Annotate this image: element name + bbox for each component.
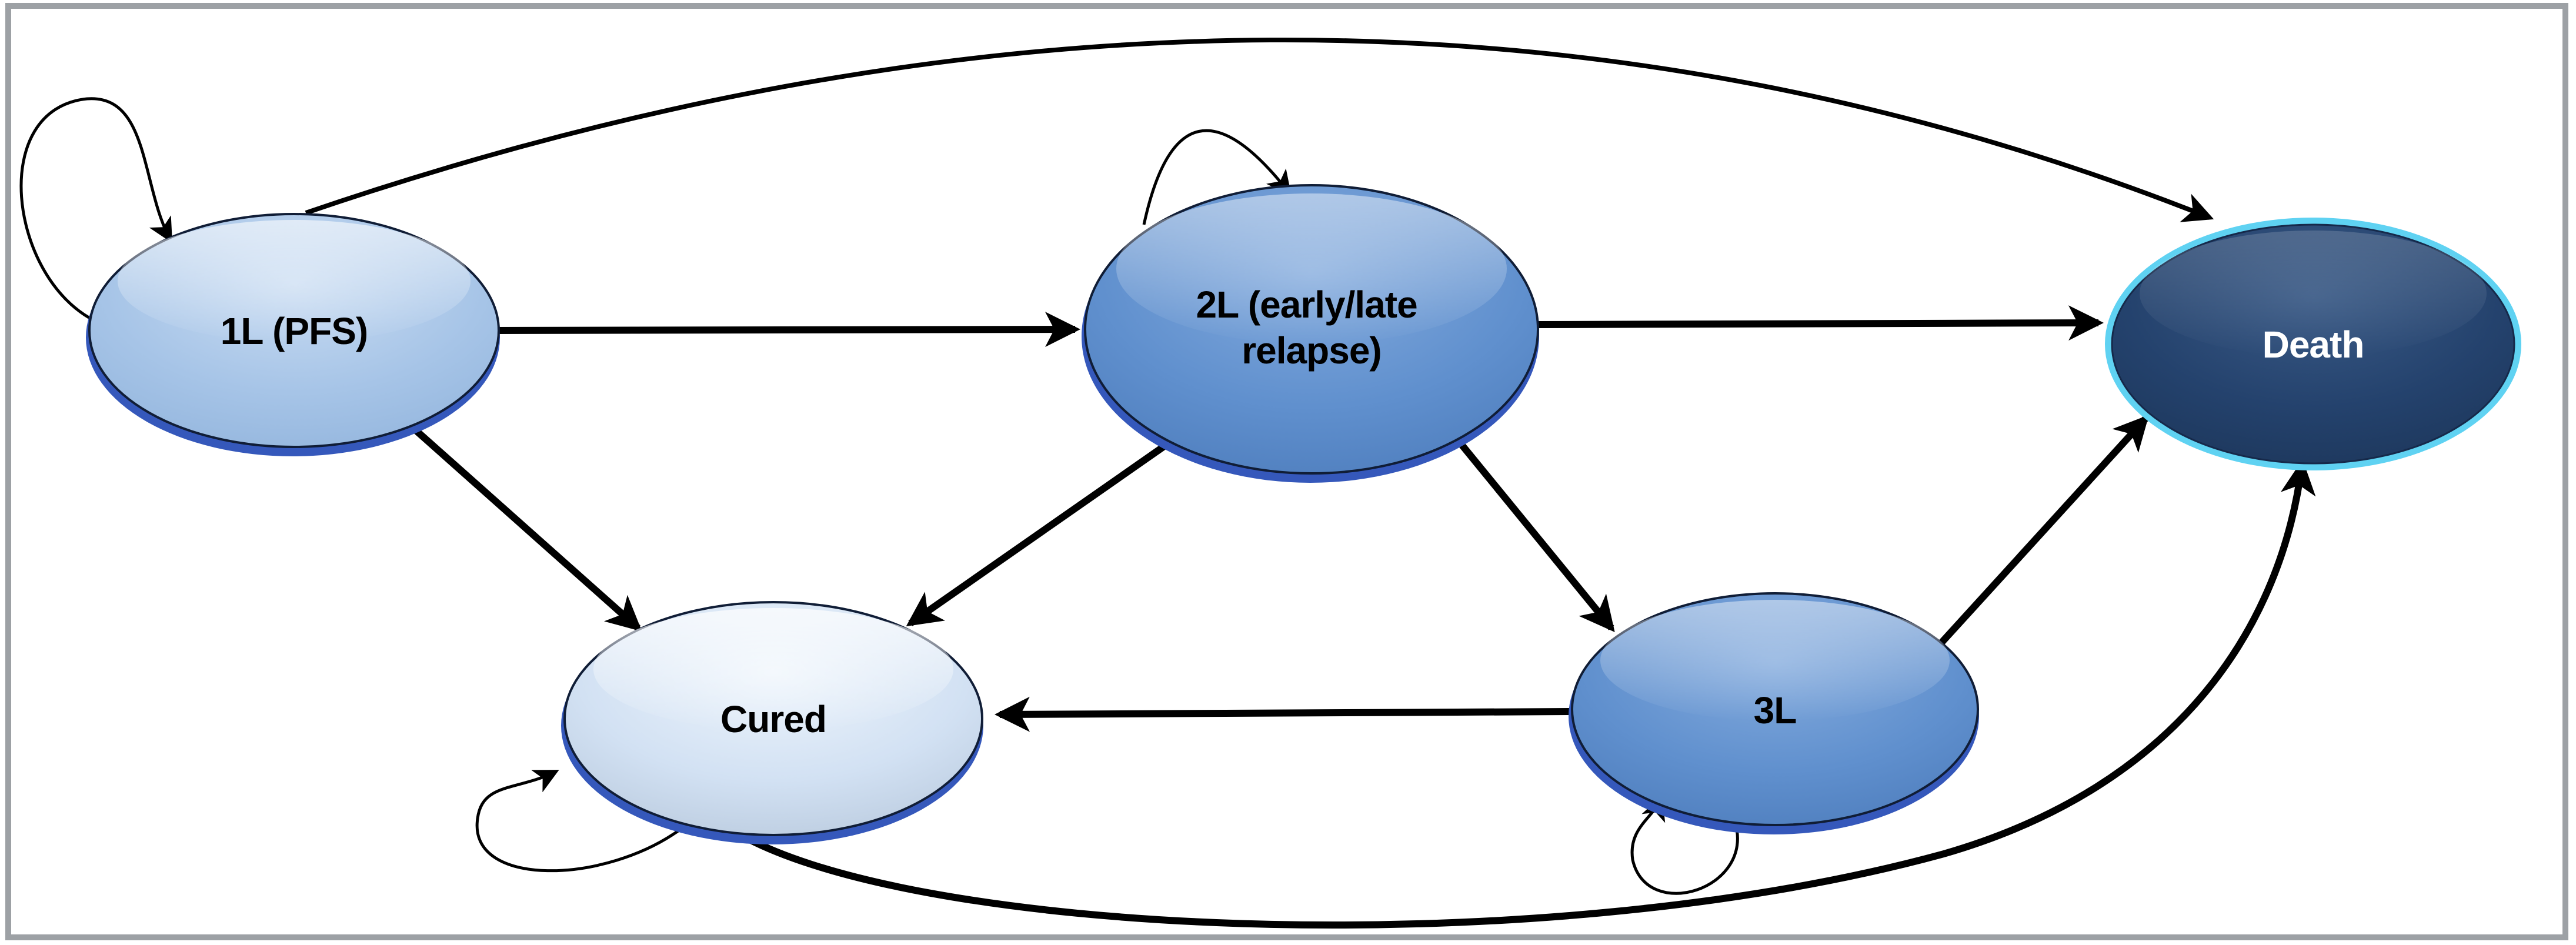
node-1l-gloss xyxy=(118,220,471,342)
node-death-label: Death xyxy=(2263,323,2364,366)
edge-2l-self-loop-arrow xyxy=(1142,129,1292,225)
node-2l-label-line1: 2L (early/late xyxy=(1196,283,1417,326)
edge-1l-to-2l-arrow xyxy=(496,312,1080,348)
node-2l-label: 2L (early/late relapse) xyxy=(1196,283,1427,372)
node-death: Death xyxy=(2105,218,2521,470)
node-3l-gloss xyxy=(1600,600,1950,721)
edge-3l-self-loop-arrow xyxy=(1630,795,1739,895)
edge-1l-self-loop-arrow xyxy=(19,97,173,322)
edge-cured-to-death-arc-arrow xyxy=(727,459,2316,929)
edges xyxy=(19,38,2316,929)
node-cured-label: Cured xyxy=(720,698,826,740)
edge-3l-to-cured-arrow xyxy=(995,696,1574,732)
edge-1l-to-death-arc-arrow xyxy=(305,38,2214,222)
node-2l-gloss xyxy=(1116,193,1507,344)
node-1l-label: 1L (PFS) xyxy=(221,310,368,352)
edge-cured-self-loop-arrow xyxy=(475,770,683,873)
node-cured-gloss xyxy=(593,608,953,730)
edge-3l-to-death-arrow xyxy=(1938,415,2150,646)
node-2l-label-line2: relapse) xyxy=(1242,329,1381,372)
node-1l-pfs: 1L (PFS) xyxy=(86,213,500,456)
edge-2l-to-3l-arrow xyxy=(1451,433,1615,632)
edge-1l-to-cured-arrow xyxy=(412,426,642,632)
edge-2l-to-cured-arrow xyxy=(906,441,1170,627)
node-3l: 3L xyxy=(1569,592,1979,834)
node-3l-label: 3L xyxy=(1754,689,1797,732)
node-death-gloss xyxy=(2140,231,2487,356)
edge-2l-to-death-arrow xyxy=(1536,305,2104,341)
node-cured: Cured xyxy=(561,601,983,844)
outer-frame xyxy=(5,3,2568,940)
node-2l-relapse: 2L (early/late relapse) xyxy=(1082,184,1539,483)
